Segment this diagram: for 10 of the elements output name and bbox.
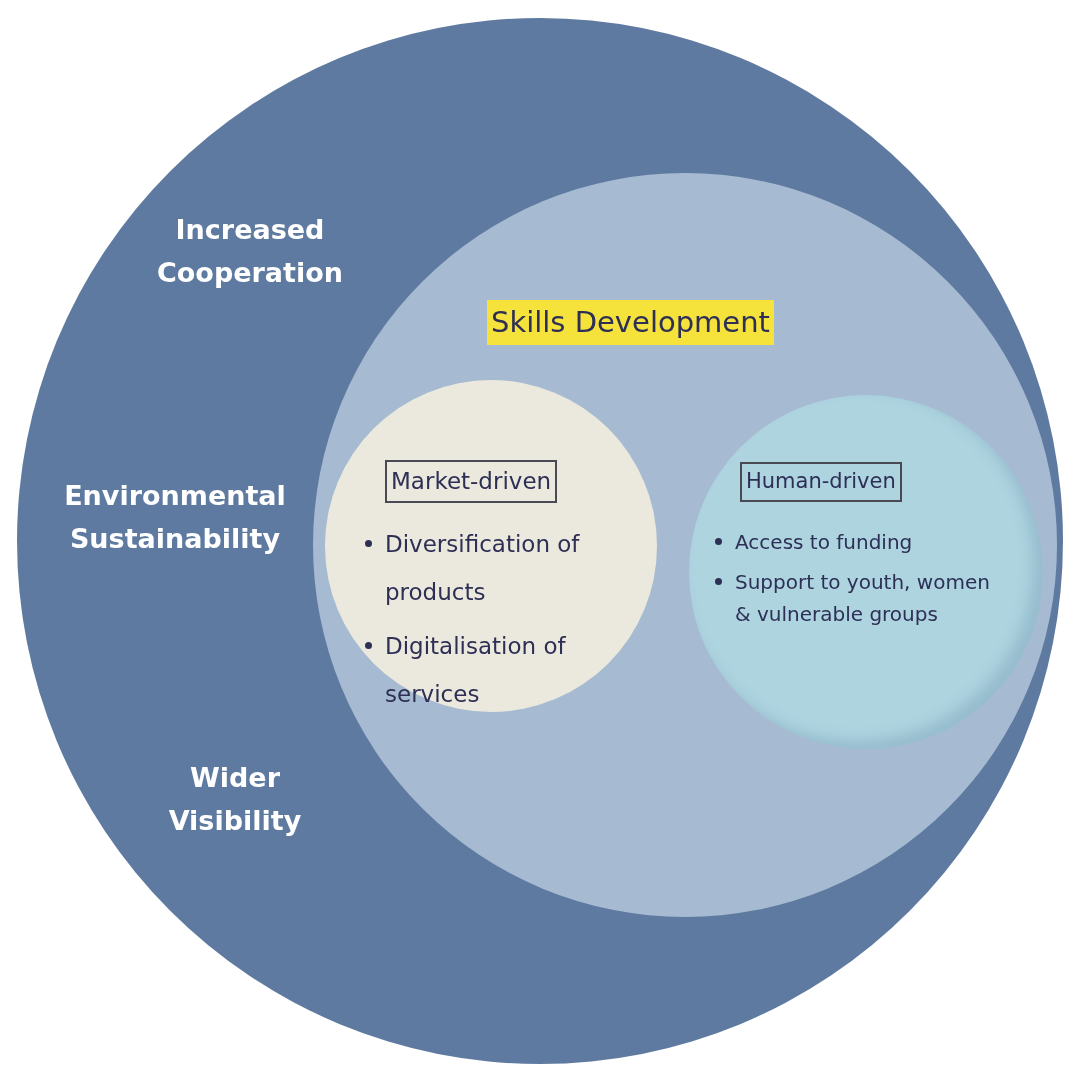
section-heading: Market-driven — [385, 460, 558, 503]
outer-label: Environmental Sustainability — [63, 479, 287, 557]
bullet-text: Digitalisation of services — [385, 632, 567, 710]
bullet-text: Diversification of products — [385, 530, 581, 608]
highlighted-title: Skills Development — [487, 300, 774, 345]
section-heading: Human-driven — [740, 462, 902, 502]
outer-label: Increased Cooperation — [156, 213, 344, 291]
outer-label: Wider Visibility — [167, 761, 303, 839]
bullet-text: Access to funding — [735, 529, 914, 556]
bullet-text: Support to youth, women & vulnerable groups — [735, 569, 991, 628]
